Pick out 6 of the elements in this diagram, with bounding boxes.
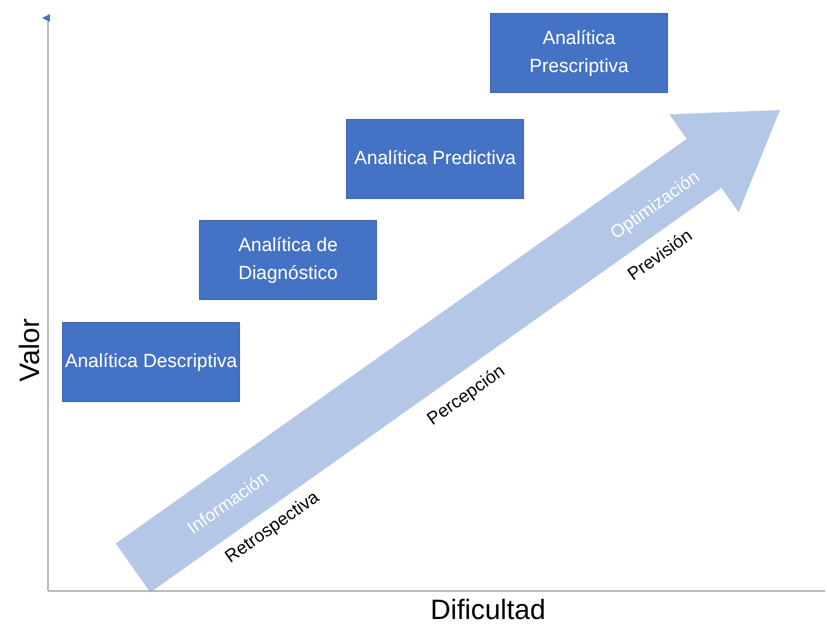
stage-box: Analítica Descriptiva <box>62 322 240 402</box>
axis-title: Dificultad <box>430 594 546 625</box>
stage-box: Analítica de Diagnóstico <box>199 220 377 300</box>
axis-title: Valor <box>14 318 46 382</box>
stage-box: Analítica Prescriptiva <box>490 13 668 93</box>
stage-box: Analítica Predictiva <box>346 119 524 199</box>
